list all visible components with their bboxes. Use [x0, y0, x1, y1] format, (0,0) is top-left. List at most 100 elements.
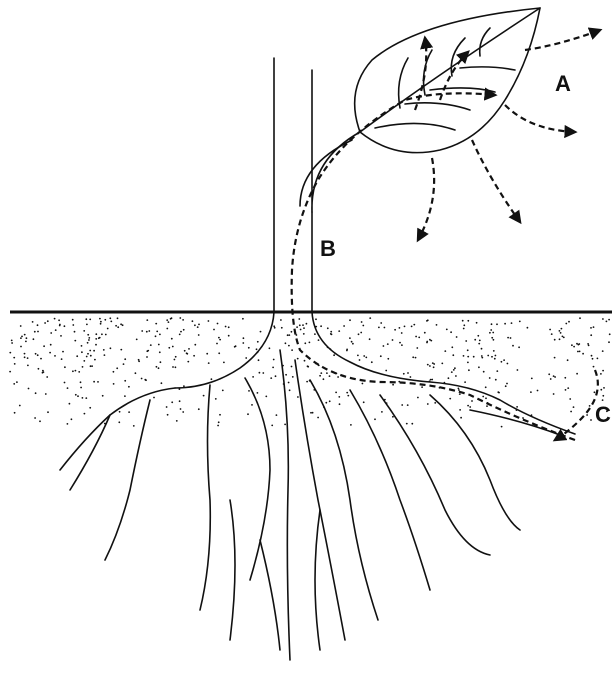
soil-speck	[104, 319, 106, 321]
soil-speck	[109, 317, 111, 319]
soil-speck	[136, 339, 138, 341]
soil-speck	[95, 338, 97, 340]
soil-speck	[95, 344, 97, 346]
soil-speck	[579, 317, 581, 319]
soil-speck	[493, 350, 495, 352]
soil-speck	[54, 355, 56, 357]
soil-speck	[161, 382, 163, 384]
soil-speck	[156, 366, 158, 368]
soil-speck	[476, 322, 478, 324]
soil-speck	[427, 364, 429, 366]
soil-speck	[182, 411, 184, 413]
soil-speck	[16, 381, 18, 383]
soil-speck	[576, 373, 578, 375]
soil-speck	[83, 330, 85, 332]
soil-speck	[27, 365, 29, 367]
soil-speck	[13, 383, 15, 385]
soil-speck	[473, 356, 475, 358]
soil-speck	[517, 369, 519, 371]
soil-speck	[192, 320, 194, 322]
soil-speck	[123, 363, 125, 365]
soil-speck	[578, 344, 580, 346]
soil-speck	[507, 337, 509, 339]
soil-speck	[463, 355, 465, 357]
soil-speck	[183, 385, 185, 387]
soil-speck	[436, 324, 438, 326]
soil-speck	[81, 351, 83, 353]
soil-speck	[256, 348, 258, 350]
soil-speck	[155, 335, 157, 337]
soil-speck	[371, 361, 373, 363]
soil-speck	[135, 372, 137, 374]
soil-speck	[120, 323, 122, 325]
soil-speck	[429, 365, 431, 367]
soil-speck	[310, 412, 312, 414]
soil-speck	[411, 326, 413, 328]
soil-speck	[329, 400, 331, 402]
soil-speck	[291, 366, 293, 368]
soil-speck	[141, 378, 143, 380]
soil-speck	[495, 379, 497, 381]
soil-speck	[319, 375, 321, 377]
soil-speck	[481, 348, 483, 350]
soil-speck	[208, 320, 210, 322]
soil-speck	[61, 358, 63, 360]
soil-speck	[85, 397, 87, 399]
soil-speck	[71, 418, 73, 420]
soil-speck	[306, 323, 308, 325]
soil-speck	[487, 355, 489, 357]
soil-speck	[427, 403, 429, 405]
soil-speck	[559, 330, 561, 332]
soil-speck	[426, 320, 428, 322]
soil-speck	[62, 351, 64, 353]
soil-speck	[198, 324, 200, 326]
soil-speck	[359, 359, 361, 361]
soil-speck	[590, 327, 592, 329]
soil-speck	[455, 375, 457, 377]
soil-speck	[491, 356, 493, 358]
soil-speck	[347, 395, 349, 397]
soil-speck	[586, 414, 588, 416]
soil-speck	[179, 334, 181, 336]
soil-speck	[399, 342, 401, 344]
soil-speck	[424, 332, 426, 334]
soil-speck	[365, 357, 367, 359]
soil-speck	[80, 381, 82, 383]
soil-speck	[318, 339, 320, 341]
soil-speck	[462, 320, 464, 322]
soil-speck	[597, 358, 599, 360]
soil-speck	[449, 398, 451, 400]
soil-speck	[297, 358, 299, 360]
soil-speck	[501, 426, 503, 428]
soil-speck	[385, 370, 387, 372]
soil-speck	[571, 344, 573, 346]
soil-speck	[25, 341, 27, 343]
soil-speck	[160, 361, 162, 363]
soil-speck	[507, 363, 509, 365]
soil-speck	[117, 326, 119, 328]
soil-speck	[387, 358, 389, 360]
soil-speck	[166, 328, 168, 330]
soil-speck	[553, 393, 555, 395]
soil-speck	[554, 376, 556, 378]
soil-speck	[602, 318, 604, 320]
soil-speck	[450, 331, 452, 333]
soil-speck	[565, 323, 567, 325]
soil-speck	[89, 350, 91, 352]
soil-speck	[104, 354, 106, 356]
soil-speck	[257, 392, 259, 394]
soil-speck	[469, 406, 471, 408]
soil-speck	[20, 325, 22, 327]
soil-speck	[401, 344, 403, 346]
soil-speck	[287, 334, 289, 336]
soil-speck	[307, 366, 309, 368]
soil-speck	[494, 358, 496, 360]
soil-speck	[172, 346, 174, 348]
soil-speck	[128, 411, 130, 413]
soil-speck	[593, 366, 595, 368]
soil-speck	[90, 365, 92, 367]
soil-speck	[289, 389, 291, 391]
soil-speck	[88, 337, 90, 339]
soil-speck	[93, 350, 95, 352]
soil-speck	[276, 414, 278, 416]
